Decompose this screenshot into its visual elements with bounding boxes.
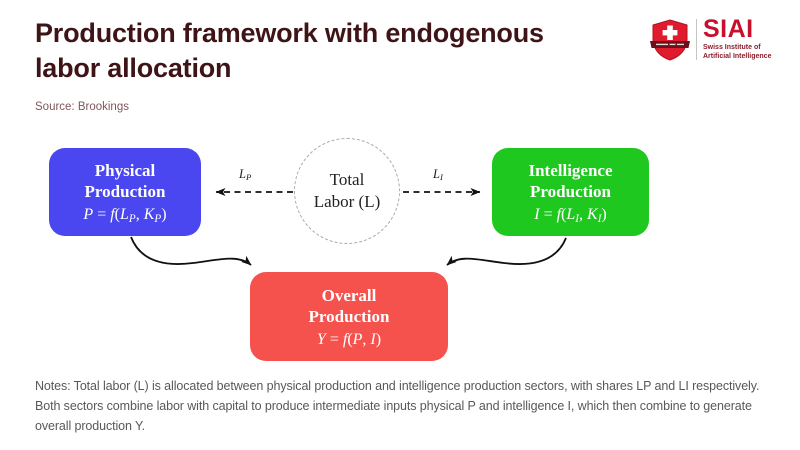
logo-subtitle: Swiss Institute of Artificial Intelligen…	[703, 44, 771, 61]
page-title: Production framework with endogenous lab…	[35, 16, 544, 86]
page-title-line1: Production framework with endogenous	[35, 18, 544, 48]
siai-logo: SIAI Swiss Institute of Artificial Intel…	[650, 15, 771, 62]
physical-production-node: Physical Production P = f(LP, KP)	[49, 148, 201, 236]
edge-label-lp: LP	[239, 167, 252, 183]
intelligence-title-line1: Intelligence	[528, 160, 613, 180]
intelligence-production-node: Intelligence Production I = f(LI, KI)	[492, 148, 649, 236]
total-labor-line2: Labor (L)	[313, 192, 381, 211]
physical-formula: P = f(LP, KP)	[83, 205, 167, 225]
overall-title-line1: Overall	[321, 285, 377, 305]
overall-formula: Y = f(P, I)	[316, 330, 382, 348]
logo-subtitle-line2: Artificial Intelligence	[703, 52, 772, 60]
overall-title-line2: Production	[308, 306, 390, 326]
intelligence-title-line2: Production	[530, 181, 611, 201]
arrow-physical-to-overall	[130, 236, 252, 266]
notes-text: Notes: Total labor (L) is allocated betw…	[35, 379, 760, 433]
swiss-shield-icon	[650, 19, 690, 61]
logo-text-block: SIAI Swiss Institute of Artificial Intel…	[703, 15, 771, 61]
logo-subtitle-line1: Swiss Institute of	[703, 44, 761, 51]
page-title-line2: labor allocation	[35, 53, 232, 83]
overall-production-node: Overall Production Y = f(P, I)	[250, 272, 448, 361]
total-labor-line1: Total	[329, 170, 365, 189]
intelligence-formula: I = f(LI, KI)	[534, 205, 607, 225]
logo-wordmark: SIAI	[703, 15, 754, 43]
source-attribution: Source: Brookings	[35, 101, 129, 113]
arrow-intelligence-to-overall	[446, 237, 567, 266]
logo-divider	[696, 19, 697, 60]
physical-title-line2: Production	[84, 181, 166, 201]
physical-title-line1: Physical	[94, 160, 156, 180]
total-labor-node: Total Labor (L)	[294, 138, 400, 244]
edge-label-li: LI	[433, 167, 443, 183]
